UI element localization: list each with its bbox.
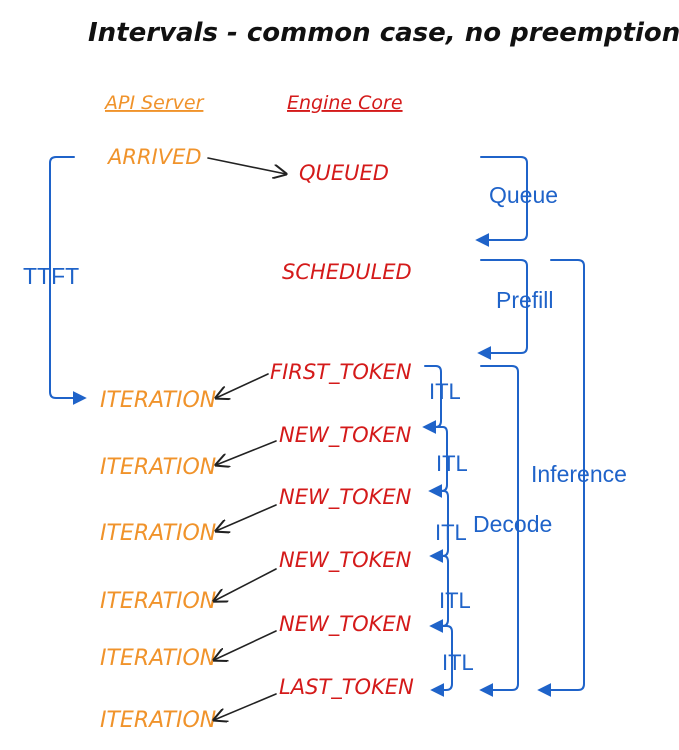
token-to-iteration-arrow: [214, 693, 277, 720]
inference-label: Inference: [531, 461, 627, 487]
iteration-event: ITERATION: [100, 646, 216, 671]
token-to-iteration-arrow: [216, 373, 269, 398]
queue-label: Queue: [489, 182, 558, 208]
decode-label: Decode: [473, 511, 552, 537]
ttft-label: TTFT: [23, 263, 79, 289]
scheduled-event: SCHEDULED: [282, 260, 412, 284]
itl-label: ITL: [435, 520, 467, 545]
itl-bracket: [430, 625, 453, 697]
engine-core-header: Engine Core: [287, 92, 403, 114]
itl-label: ITL: [439, 588, 471, 613]
token-to-iteration-arrow: [214, 568, 277, 601]
prefill-bracket: [477, 259, 528, 360]
iteration-event: ITERATION: [100, 708, 216, 733]
diagram-title: Intervals - common case, no preemptions: [88, 18, 679, 48]
new-token-event: NEW_TOKEN: [279, 612, 412, 637]
new-token-event: NEW_TOKEN: [279, 423, 412, 448]
arrived-to-queued-arrow: [207, 157, 286, 174]
queue-bracket: [475, 156, 528, 247]
inference-bracket: [537, 259, 585, 697]
new-token-event: NEW_TOKEN: [279, 548, 412, 573]
token-to-iteration-arrow: [216, 504, 277, 531]
iteration-event: ITERATION: [100, 589, 216, 614]
first-token-event: FIRST_TOKEN: [270, 360, 412, 385]
api-server-header: API Server: [103, 92, 205, 114]
iteration-event: ITERATION: [100, 521, 216, 546]
itl-label: ITL: [429, 379, 461, 404]
prefill-label: Prefill: [496, 287, 554, 313]
iteration-event: ITERATION: [100, 455, 216, 480]
queued-event: QUEUED: [299, 161, 389, 185]
ttft-bracket: [49, 156, 87, 405]
itl-label: ITL: [442, 650, 474, 675]
token-to-iteration-arrow: [216, 440, 277, 465]
arrived-event: ARRIVED: [106, 145, 202, 169]
last-token-event: LAST_TOKEN: [279, 675, 414, 700]
new-token-event: NEW_TOKEN: [279, 485, 412, 510]
itl-label: ITL: [436, 451, 468, 476]
decode-bracket: [479, 365, 519, 697]
iteration-event: ITERATION: [100, 388, 216, 413]
token-to-iteration-arrow: [214, 630, 277, 660]
